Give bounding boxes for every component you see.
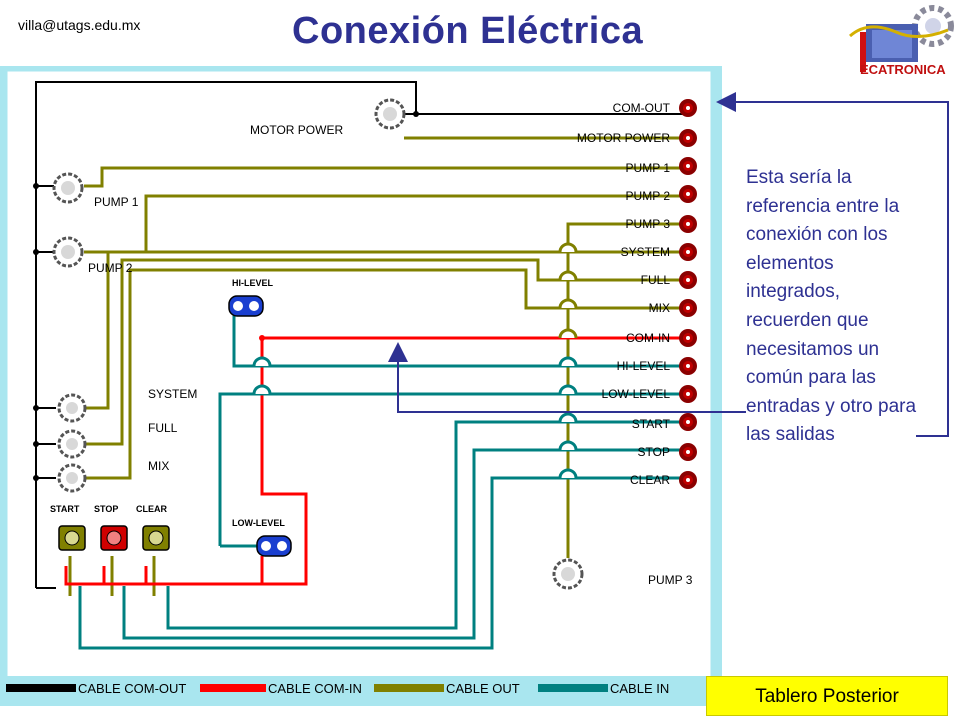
- mecatronica-logo: ECATRONICA: [848, 2, 958, 87]
- motor-power-label: MOTOR POWER: [250, 123, 343, 137]
- low-level-label: LOW-LEVEL: [232, 518, 285, 528]
- terminal-stop-label: STOP: [638, 445, 670, 459]
- logo-text: ECATRONICA: [860, 62, 946, 77]
- pump2-label: PUMP 2: [88, 261, 133, 275]
- low-level-sensor: [256, 535, 292, 557]
- system-label: SYSTEM: [148, 387, 197, 401]
- explanation-note: Esta sería la referencia entre la conexi…: [746, 167, 917, 446]
- terminal-clear-label: CLEAR: [630, 473, 670, 487]
- terminal-pump3-label: PUMP 3: [626, 217, 671, 231]
- hi-level-sensor: [228, 295, 264, 317]
- terminal-block: [679, 99, 697, 489]
- back-panel: COM-OUT MOTOR POWER PUMP 1 PUMP 2 PUMP 3…: [0, 66, 722, 706]
- legend-label-com-out: CABLE COM-OUT: [78, 681, 186, 696]
- legend-label-com-in: CABLE COM-IN: [268, 681, 362, 696]
- terminal-motor-power-label: MOTOR POWER: [577, 131, 670, 145]
- terminal-full-label: FULL: [641, 273, 671, 287]
- pump1-label: PUMP 1: [94, 195, 139, 209]
- start-label: START: [50, 504, 80, 514]
- pump3-label: PUMP 3: [648, 573, 693, 587]
- legend-swatch-com-out: [6, 684, 76, 692]
- pump1-connector: [52, 172, 84, 204]
- footer-label: Tablero Posterior: [706, 676, 948, 716]
- mix-connector: [57, 463, 87, 493]
- mix-label: MIX: [148, 459, 169, 473]
- cable-in-wiring: [78, 312, 686, 650]
- stop-label: STOP: [94, 504, 118, 514]
- pump2-connector: [52, 236, 84, 268]
- start-button-component: [58, 525, 86, 551]
- terminal-hi-level-label: HI-LEVEL: [617, 359, 671, 373]
- legend-label-cable-out: CABLE OUT: [446, 681, 520, 696]
- clear-button-component: [142, 525, 170, 551]
- author-email: villa@utags.edu.mx: [18, 17, 141, 33]
- full-label: FULL: [148, 421, 178, 435]
- terminal-com-out-label: COM-OUT: [613, 101, 671, 115]
- terminal-low-level-label: LOW-LEVEL: [602, 387, 671, 401]
- cable-legend: CABLE COM-OUT CABLE COM-IN CABLE OUT CAB…: [0, 676, 706, 706]
- clear-label: CLEAR: [136, 504, 167, 514]
- legend-swatch-cable-in: [538, 684, 608, 692]
- hi-level-label: HI-LEVEL: [232, 278, 274, 288]
- stop-button-component: [100, 525, 128, 551]
- system-connector: [57, 393, 87, 423]
- terminal-pump1-label: PUMP 1: [626, 161, 671, 175]
- terminal-start-label: START: [632, 417, 671, 431]
- terminal-system-label: SYSTEM: [621, 245, 670, 259]
- terminal-mix-label: MIX: [649, 301, 670, 315]
- legend-label-cable-in: CABLE IN: [610, 681, 669, 696]
- full-connector: [57, 429, 87, 459]
- terminal-pump2-label: PUMP 2: [626, 189, 671, 203]
- legend-swatch-com-in: [200, 684, 266, 692]
- pump3-connector: [552, 558, 584, 590]
- page-title: Conexión Eléctrica: [292, 10, 644, 52]
- terminal-com-in-label: COM-IN: [626, 331, 670, 345]
- legend-swatch-cable-out: [374, 684, 444, 692]
- motor-power-connector: [374, 98, 406, 130]
